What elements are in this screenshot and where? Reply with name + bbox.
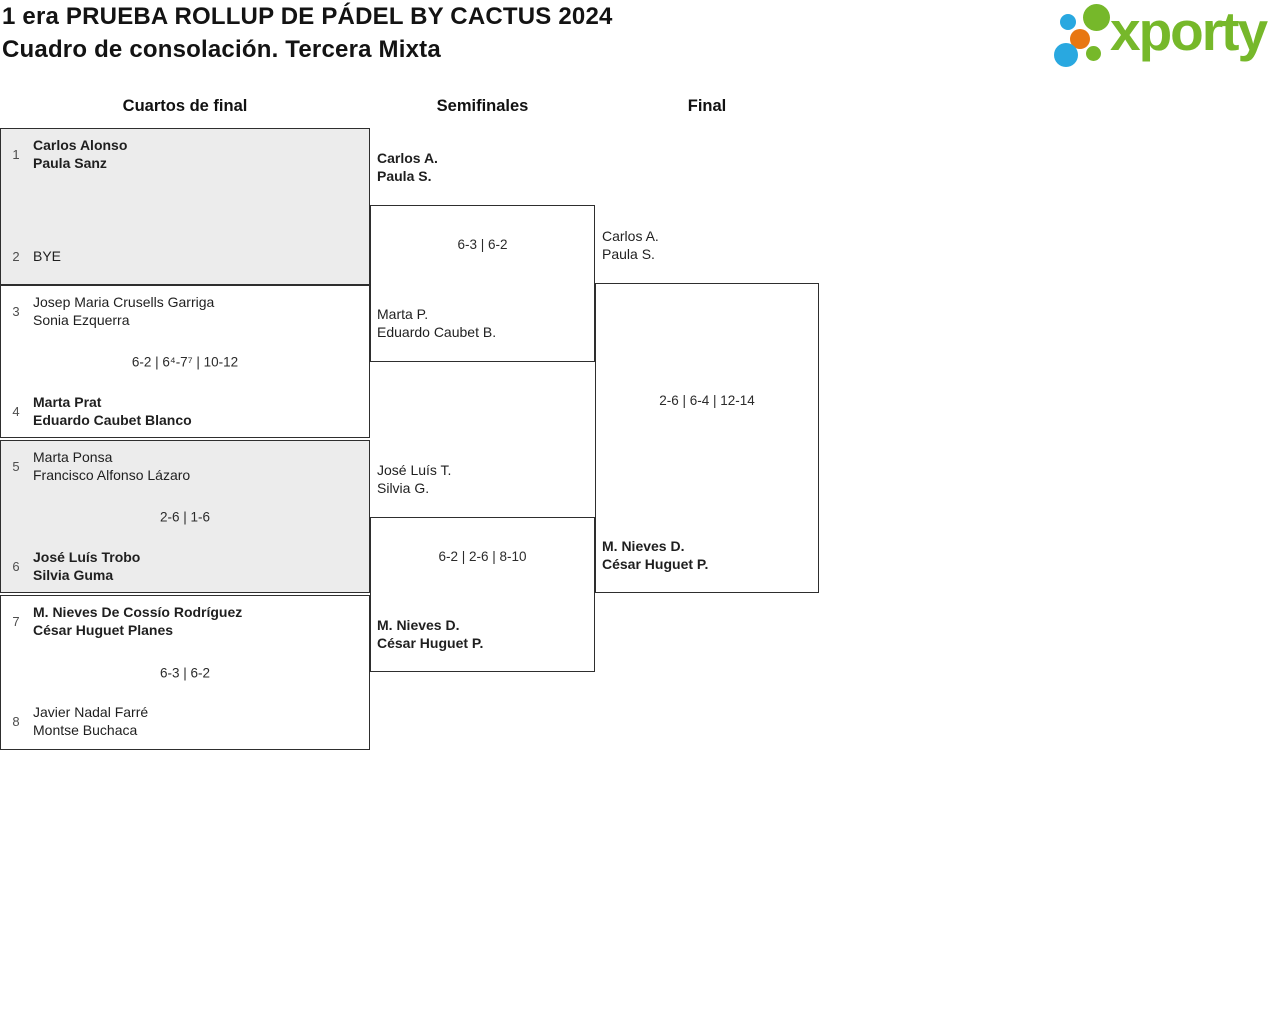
final-team-bottom: M. Nieves D. César Huguet P. [602,537,708,573]
match-box-qf3: 5 Marta Ponsa Francisco Alfonso Lázaro 6… [0,440,370,593]
player-name: Paula S. [377,168,432,184]
player-name: Silvia Guma [33,567,114,583]
team-name: BYE [33,247,61,265]
player-name: Marta Ponsa [33,449,113,465]
player-name: Marta P. [377,306,429,322]
match-box-qf4: 7 M. Nieves De Cossío Rodríguez César Hu… [0,595,370,750]
player-name: Silvia G. [377,480,430,496]
logo-text: xporty [1110,0,1268,62]
player-name: Francisco Alfonso Lázaro [33,467,191,483]
team-name: Javier Nadal Farré Montse Buchaca [33,703,148,739]
round-header-final: Final [687,97,727,115]
seed-number: 4 [12,403,20,419]
player-name: César Huguet P. [602,556,709,572]
team-slot: 4 Marta Prat Eduardo Caubet Blanco [9,393,363,429]
sf2-team-bottom: M. Nieves D. César Huguet P. [377,616,483,652]
team-name: José Luís Trobo Silvia Guma [33,548,140,584]
player-name: Carlos A. [602,228,659,244]
logo-dot-green-small [1086,46,1101,61]
match-score: 2-6 | 1-6 [159,509,211,524]
team-name: Marta Ponsa Francisco Alfonso Lázaro [33,448,190,484]
team-slot: 2 BYE [9,247,363,265]
player-name: Javier Nadal Farré [33,704,149,720]
logo-dot-green-large [1083,4,1110,31]
match-box-final [595,283,819,593]
player-name: M. Nieves De Cossío Rodríguez [33,604,243,620]
player-name: M. Nieves D. [377,617,460,633]
round-header-semifinals: Semifinales [436,97,529,115]
player-name: M. Nieves D. [602,538,685,554]
team-slot: 6 José Luís Trobo Silvia Guma [9,548,363,584]
team-slot: 8 Javier Nadal Farré Montse Buchaca [9,703,363,739]
player-name: Sonia Ezquerra [33,312,130,328]
seed-number: 1 [12,146,20,162]
match-score: 6-3 | 6-2 [457,237,508,252]
sf2-team-top: José Luís T. Silvia G. [377,461,451,497]
player-name: Paula Sanz [33,155,107,171]
match-score: 6-3 | 6-2 [159,665,211,680]
match-score: 6-2 | 2-6 | 8-10 [438,549,527,564]
team-slot: 5 Marta Ponsa Francisco Alfonso Lázaro [9,448,363,484]
player-name: Eduardo Caubet B. [377,324,497,340]
player-name: Marta Prat [33,394,102,410]
match-box-sf2 [370,517,595,672]
logo-dot-orange [1070,29,1090,49]
sf1-team-top: Carlos A. Paula S. [377,149,438,185]
team-name: M. Nieves De Cossío Rodríguez César Hugu… [33,603,242,639]
seed-number: 7 [12,613,20,629]
sf1-team-bottom: Marta P. Eduardo Caubet B. [377,305,496,341]
player-name: Paula S. [602,246,655,262]
seed-number: 3 [12,303,20,319]
match-score: 6-2 | 6⁴-7⁷ | 10-12 [131,354,239,369]
team-name: Marta Prat Eduardo Caubet Blanco [33,393,192,429]
player-name: Josep Maria Crusells Garriga [33,294,215,310]
team-slot: 7 M. Nieves De Cossío Rodríguez César Hu… [9,603,363,639]
player-name: José Luís Trobo [33,549,141,565]
match-score: 2-6 | 6-4 | 12-14 [659,393,755,408]
seed-number: 5 [12,458,20,474]
team-name: Carlos Alonso Paula Sanz [33,136,127,172]
logo-dot-blue-small [1060,14,1076,30]
player-name: BYE [33,248,62,264]
page-title: 1 era PRUEBA ROLLUP DE PÁDEL BY CACTUS 2… [2,3,613,30]
final-team-top: Carlos A. Paula S. [602,227,659,263]
player-name: Carlos Alonso [33,137,128,153]
player-name: José Luís T. [377,462,452,478]
team-name: Josep Maria Crusells Garriga Sonia Ezque… [33,293,214,329]
logo-dot-blue-large [1054,43,1078,67]
page-subtitle: Cuadro de consolación. Tercera Mixta [2,36,441,63]
seed-number: 2 [12,248,20,264]
player-name: César Huguet Planes [33,622,174,638]
player-name: Montse Buchaca [33,722,138,738]
team-slot: 1 Carlos Alonso Paula Sanz [9,136,363,172]
seed-number: 6 [12,558,20,574]
match-box-qf2: 3 Josep Maria Crusells Garriga Sonia Ezq… [0,285,370,438]
player-name: César Huguet P. [377,635,484,651]
player-name: Carlos A. [377,150,438,166]
team-slot: 3 Josep Maria Crusells Garriga Sonia Ezq… [9,293,363,329]
round-header-quarterfinals: Cuartos de final [122,97,248,115]
match-box-sf1 [370,205,595,362]
match-box-qf1: 1 Carlos Alonso Paula Sanz 2 BYE [0,128,370,285]
seed-number: 8 [12,713,20,729]
player-name: Eduardo Caubet Blanco [33,412,192,428]
